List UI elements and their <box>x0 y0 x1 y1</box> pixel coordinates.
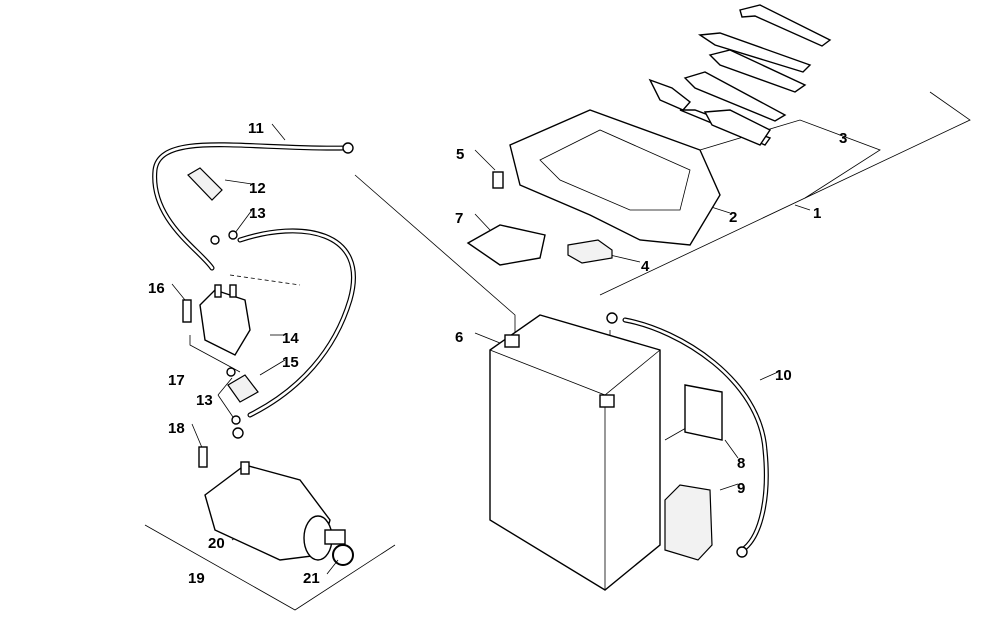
callout-13b: 13 <box>196 392 213 409</box>
foam-pad <box>567 239 613 264</box>
screw <box>492 171 504 189</box>
tool-kit <box>648 4 832 146</box>
callout-5: 5 <box>456 146 464 163</box>
callout-15: 15 <box>282 354 299 371</box>
callout-11: 11 <box>248 120 264 137</box>
battery-label <box>684 384 723 441</box>
callout-6: 6 <box>455 329 463 346</box>
group-bracket-17 <box>189 335 241 373</box>
callout-4: 4 <box>641 258 650 275</box>
callout-9: 9 <box>737 480 745 497</box>
screw <box>182 299 192 323</box>
terminal-boot <box>227 374 259 403</box>
callout-18: 18 <box>168 420 185 437</box>
callout-19: 19 <box>188 570 205 587</box>
nut <box>228 230 238 240</box>
callout-8: 8 <box>737 455 745 472</box>
nut <box>210 235 220 245</box>
callout-2: 2 <box>729 209 737 226</box>
o-ring <box>332 544 354 566</box>
starter-solenoid <box>199 289 251 356</box>
callout-17: 17 <box>168 372 185 389</box>
foam-block <box>664 484 713 561</box>
callout-1: 1 <box>813 205 821 222</box>
group-bracket-19 <box>144 524 396 611</box>
starter-motor <box>204 461 346 561</box>
terminal-plate <box>466 224 546 266</box>
tool-tray <box>509 109 721 246</box>
callout-10: 10 <box>775 367 792 384</box>
callout-12: 12 <box>249 180 266 197</box>
callout-7: 7 <box>455 210 463 227</box>
nut <box>226 367 236 377</box>
terminal-boot <box>187 167 223 201</box>
callout-16: 16 <box>148 280 165 297</box>
group-bracket-1 <box>599 91 971 296</box>
callout-21: 21 <box>303 570 320 587</box>
callout-14: 14 <box>282 330 299 347</box>
battery <box>489 314 661 591</box>
screw <box>198 446 208 468</box>
callout-3: 3 <box>839 130 847 147</box>
callout-13: 13 <box>249 205 266 222</box>
callout-20: 20 <box>208 535 225 552</box>
nut <box>231 415 241 425</box>
